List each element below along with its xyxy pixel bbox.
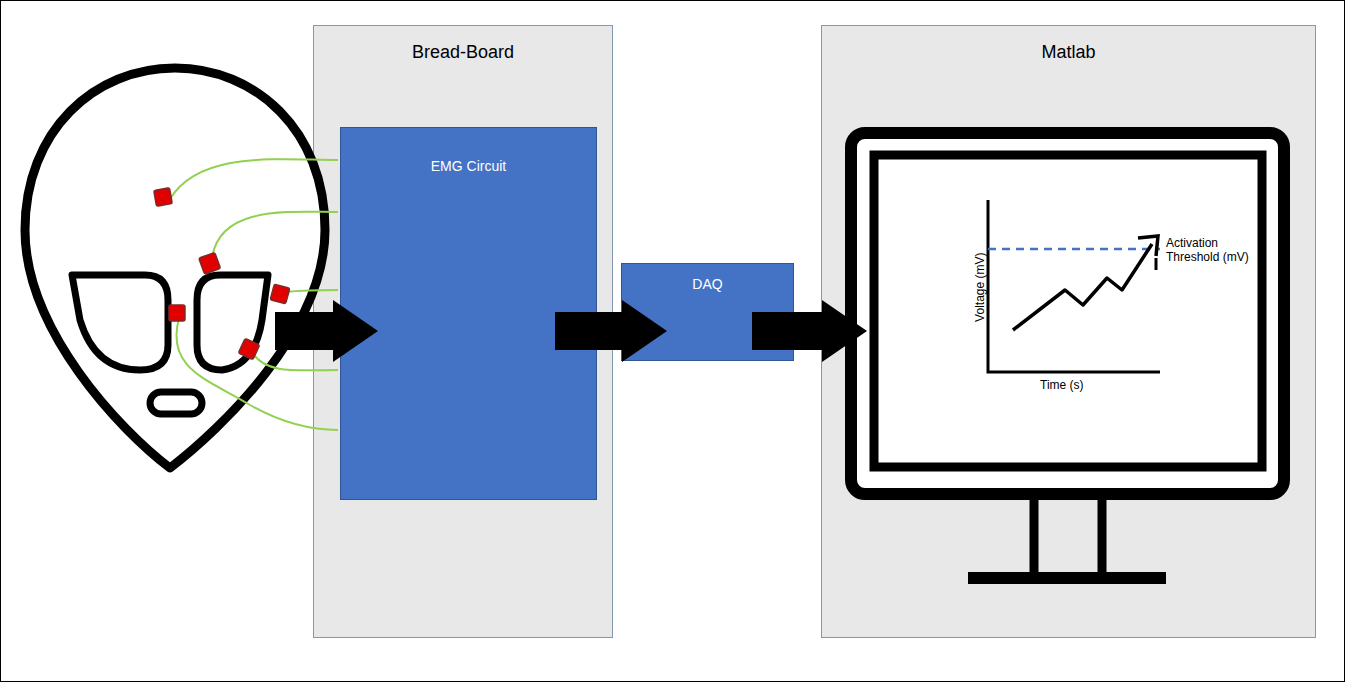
matlab-panel: Matlab — [821, 25, 1316, 638]
electrodes — [154, 188, 290, 360]
axis-label: Voltage (mV) — [973, 237, 987, 337]
threshold-label: Activation Threshold (mV) — [1166, 236, 1256, 265]
axis-label: Time (s) — [1040, 378, 1110, 392]
breadboard-panel: Bread-BoardEMG Circuit — [313, 25, 613, 638]
node-title: EMG Circuit — [341, 158, 596, 174]
node-title: Matlab — [822, 42, 1315, 63]
daq-box: DAQ — [621, 263, 794, 361]
node-title: Bread-Board — [314, 42, 612, 63]
emg-circuit-box: EMG Circuit — [340, 127, 597, 500]
node-title: DAQ — [622, 276, 793, 292]
alien-face — [25, 68, 325, 468]
